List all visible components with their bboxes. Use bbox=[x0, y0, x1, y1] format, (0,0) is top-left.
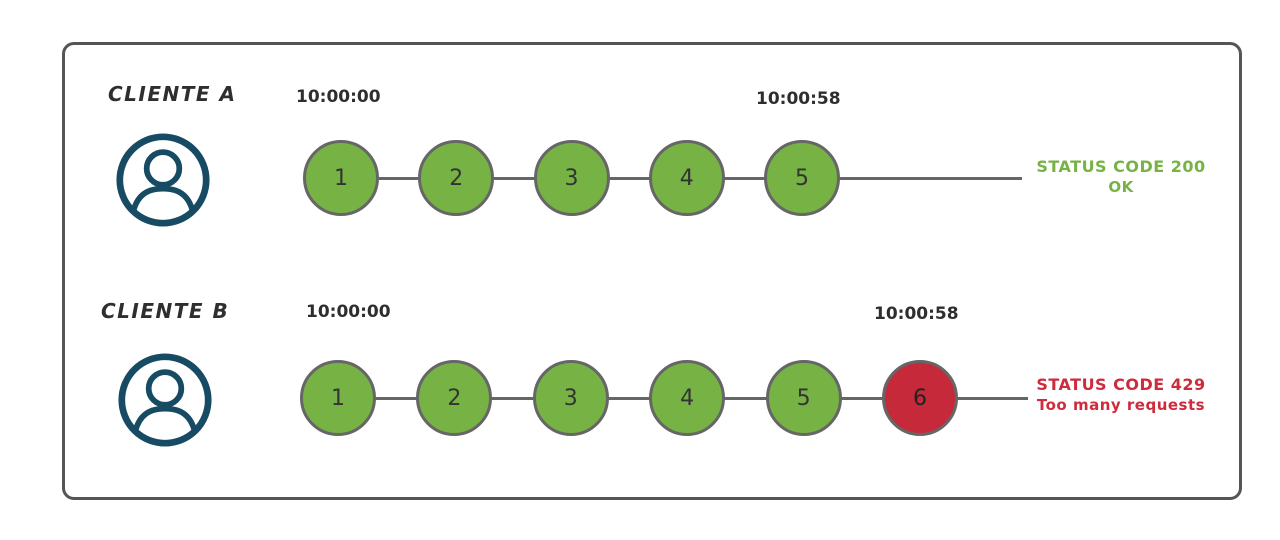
status-message: STATUS CODE 200 OK bbox=[1028, 156, 1214, 198]
request-circle-3: 3 bbox=[533, 140, 610, 216]
status-message: STATUS CODE 429 Too many requests bbox=[1024, 374, 1218, 416]
status-code-text: STATUS CODE 200 bbox=[1036, 157, 1206, 176]
client-b-end-time: 10:00:58 bbox=[874, 304, 959, 324]
status-reason-text: Too many requests bbox=[1036, 396, 1206, 414]
status-reason-text: OK bbox=[1108, 178, 1134, 196]
request-circle-4: 4 bbox=[648, 140, 725, 216]
request-circle-4: 4 bbox=[649, 360, 726, 436]
request-circle-1: 1 bbox=[303, 140, 379, 216]
client-a-end-time: 10:00:58 bbox=[756, 89, 841, 109]
request-circle-2: 2 bbox=[418, 140, 495, 216]
request-circle-5: 5 bbox=[764, 140, 840, 216]
request-circle-3: 3 bbox=[532, 360, 609, 436]
request-circle-5: 5 bbox=[765, 360, 842, 436]
user-icon bbox=[118, 353, 212, 447]
request-circle-2: 2 bbox=[416, 360, 493, 436]
client-b-start-time: 10:00:00 bbox=[306, 302, 391, 322]
client-b-label: CLIENTE B bbox=[101, 299, 230, 323]
request-circle-6: 6 bbox=[881, 360, 958, 436]
client-a-start-time: 10:00:00 bbox=[296, 87, 381, 107]
diagram-frame bbox=[62, 42, 1242, 500]
user-icon bbox=[116, 133, 210, 227]
client-a-label: CLIENTE A bbox=[108, 82, 237, 106]
request-circle-1: 1 bbox=[300, 360, 376, 436]
status-code-text: STATUS CODE 429 bbox=[1036, 375, 1206, 394]
